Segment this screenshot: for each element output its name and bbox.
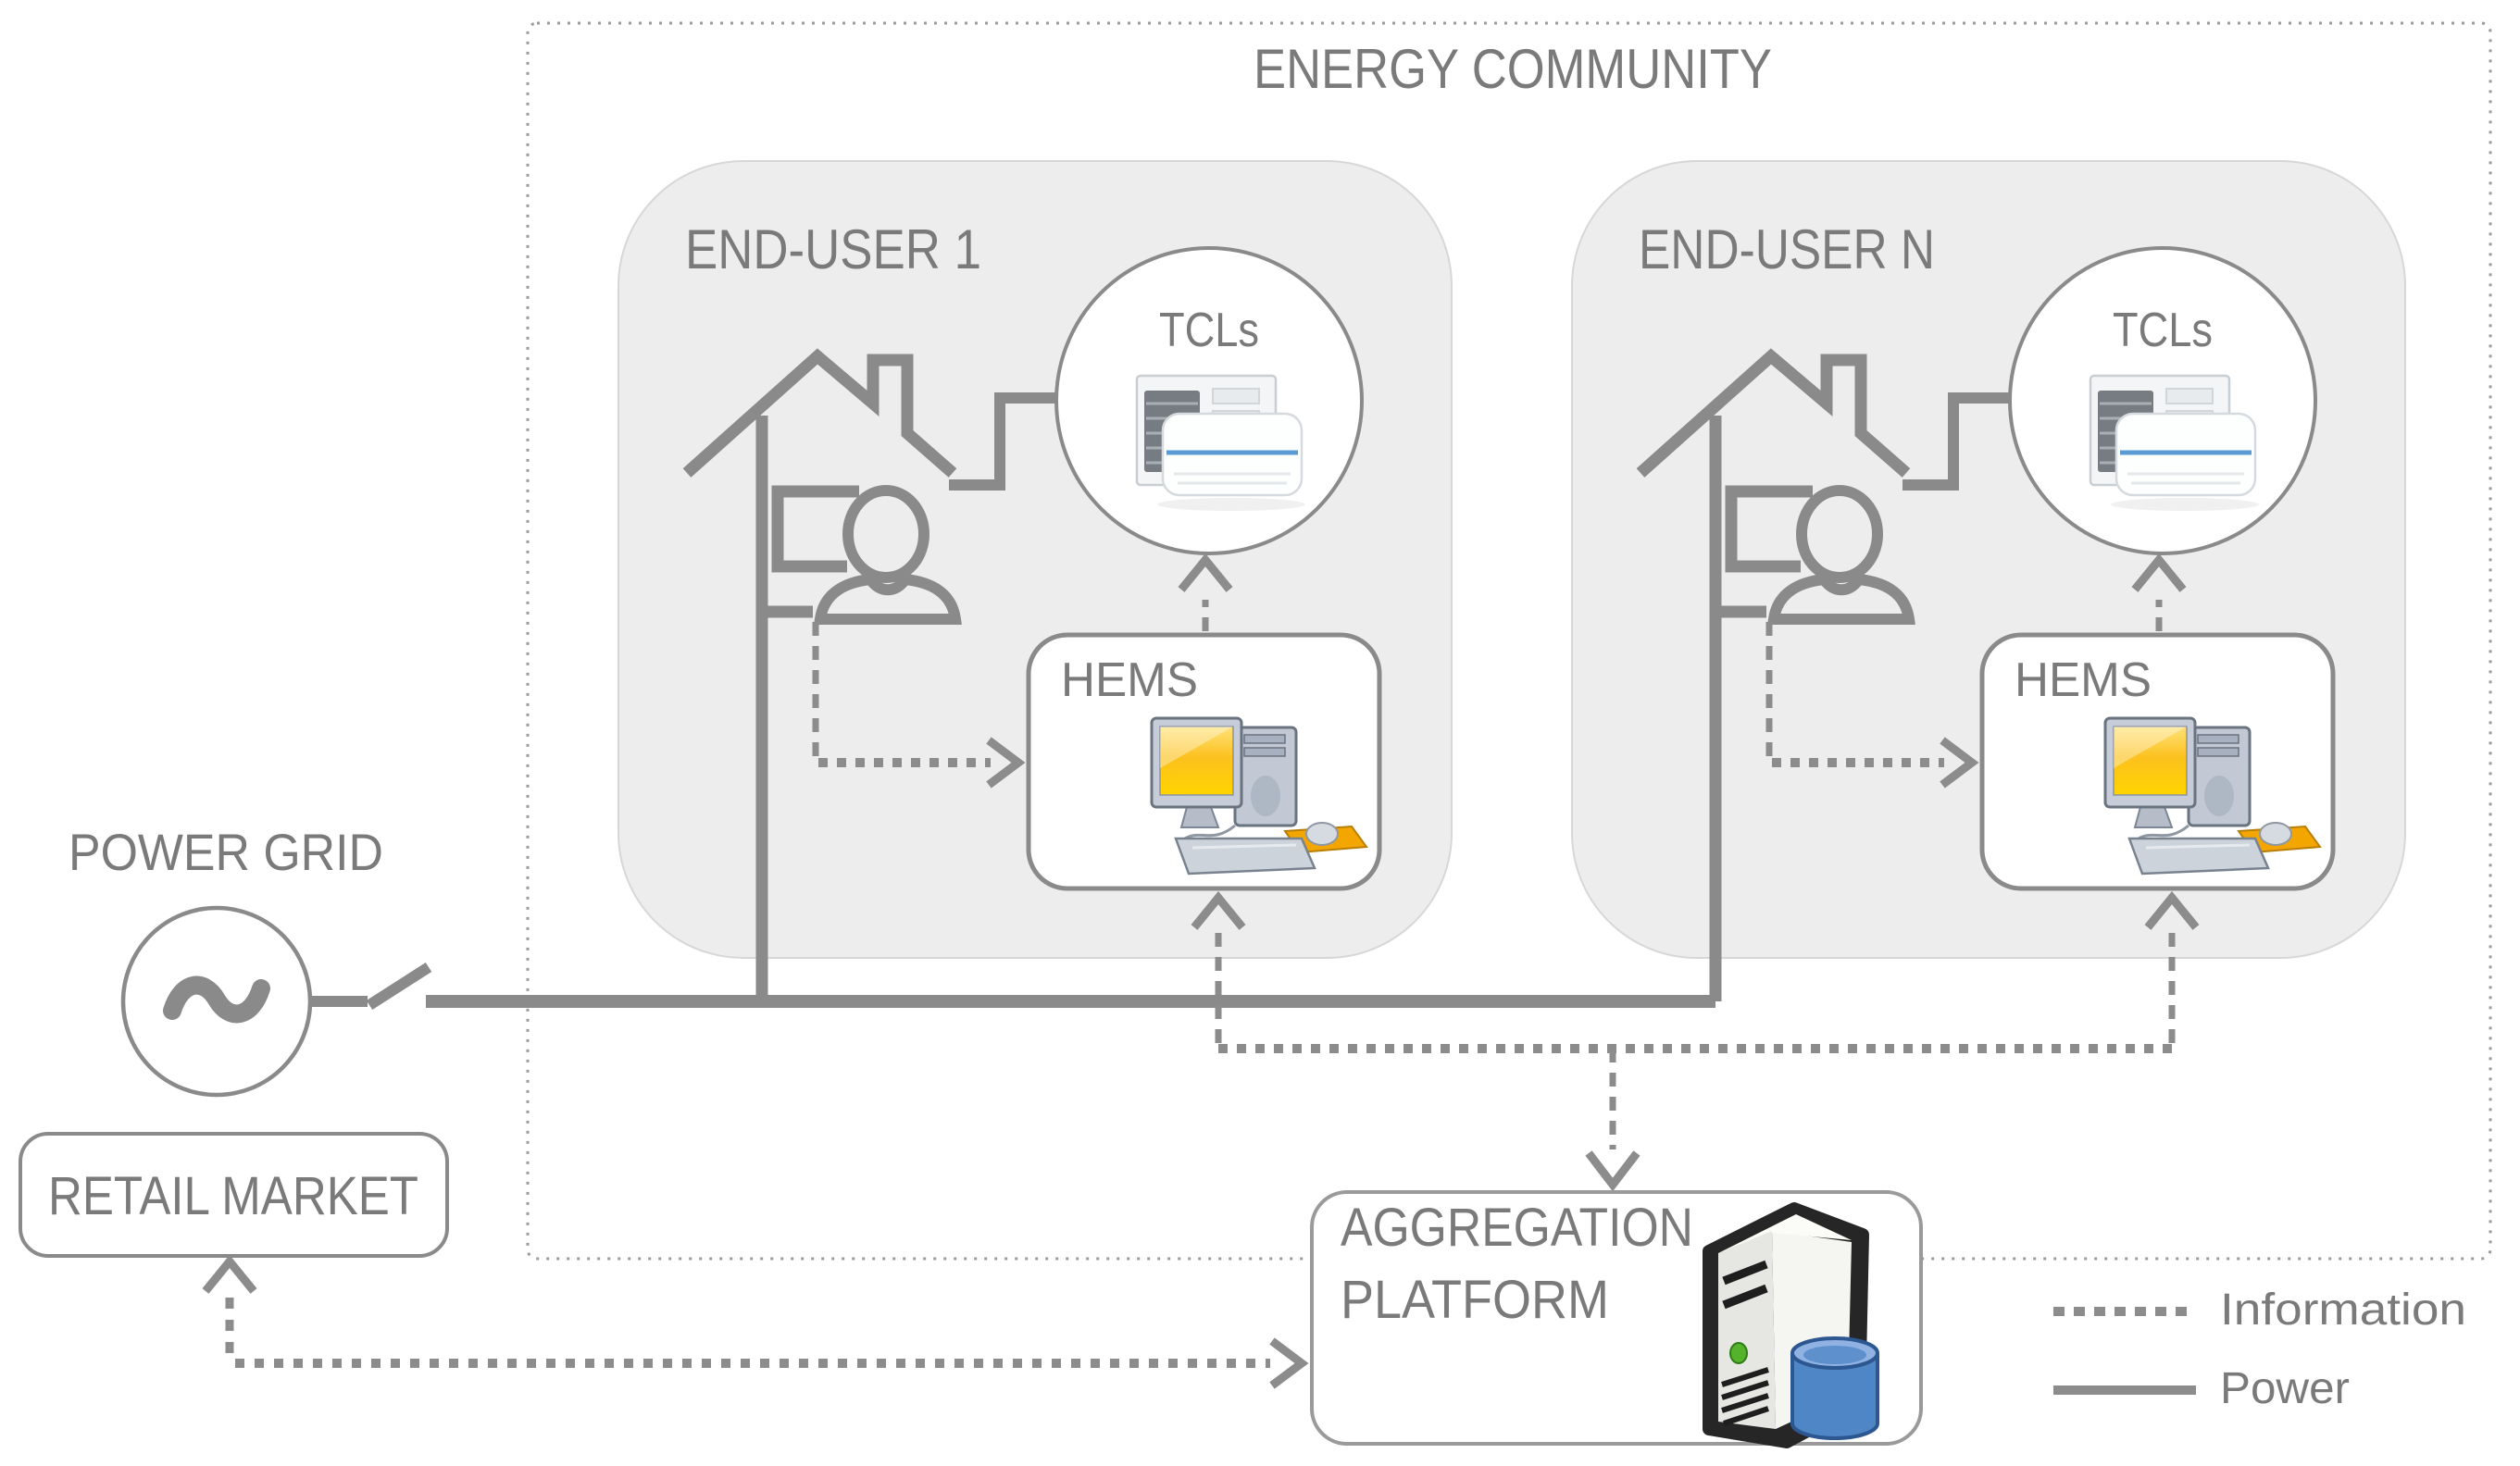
- hems-label-1: HEMS: [1061, 653, 1198, 707]
- tcls-label-n: TCLs: [2113, 304, 2213, 357]
- arrowhead-into-aggregation: [1585, 1150, 1640, 1192]
- tcls-label-1: TCLs: [1159, 304, 1259, 357]
- end-user-1-unit: [618, 161, 1452, 1049]
- end-user-1-label: END-USER 1: [685, 218, 981, 280]
- information-bus: [1218, 1044, 2172, 1192]
- switch-blade-icon: [366, 962, 432, 1011]
- arrowhead-into-aggregation-left: [1269, 1337, 1309, 1389]
- end-user-n-unit: [1572, 161, 2405, 1049]
- retail-market-box: [19, 1132, 449, 1258]
- power-grid-source: [120, 905, 432, 1098]
- retail-aggregation-link: [202, 1254, 1309, 1389]
- energy-community-boundary: [526, 21, 2492, 1261]
- server-led: [1729, 1342, 1748, 1364]
- retail-market-label: RETAIL MARKET: [48, 1166, 418, 1226]
- hems-label-n: HEMS: [2015, 653, 2152, 707]
- sine-wave-glyph: [163, 975, 270, 1024]
- aggregation-platform-label-line1: AGGREGATION: [1341, 1198, 1693, 1258]
- database-icon: [1790, 1336, 1879, 1440]
- end-user-n-label: END-USER N: [1639, 218, 1935, 280]
- arrowhead-into-retail-market: [202, 1254, 257, 1294]
- legend-power-label: Power: [2220, 1364, 2350, 1413]
- legend: Information Power: [2053, 1286, 2466, 1413]
- energy-community-title: ENERGY COMMUNITY: [1254, 38, 1772, 100]
- legend-information-label: Information: [2220, 1286, 2466, 1335]
- power-grid-label: POWER GRID: [69, 823, 383, 881]
- aggregation-platform-label-line2: PLATFORM: [1341, 1270, 1609, 1330]
